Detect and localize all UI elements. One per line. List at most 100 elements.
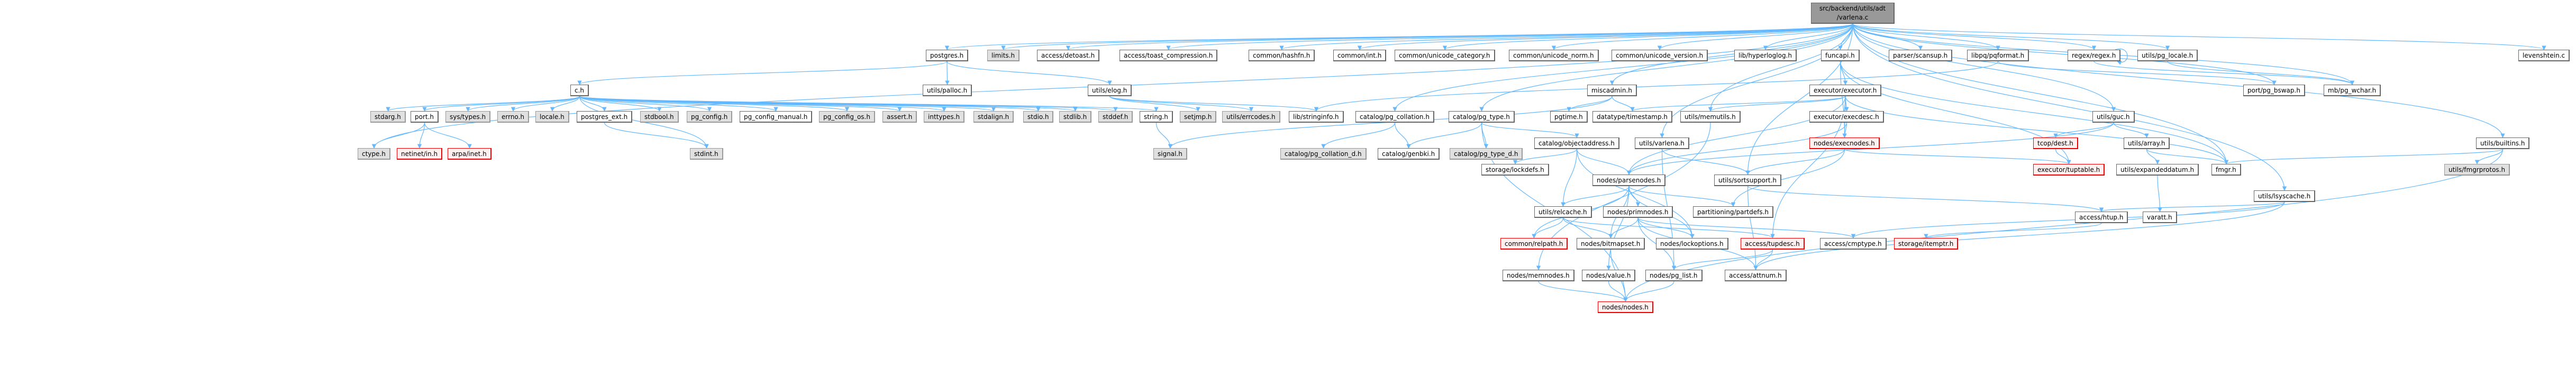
node-postgres-h[interactable]: postgres.h	[926, 50, 969, 61]
node-utils-guc-h[interactable]: utils/guc.h	[2092, 111, 2135, 123]
node-pg-config-h[interactable]: pg_config.h	[687, 111, 733, 123]
node-stdint-h[interactable]: stdint.h	[690, 148, 723, 160]
node-nodes-memnodes-h[interactable]: nodes/memnodes.h	[1503, 270, 1574, 281]
node-datatype-timestamp-h[interactable]: datatype/timestamp.h	[1592, 111, 1673, 123]
node-levenshtein-c[interactable]: levenshtein.c	[2518, 50, 2570, 61]
node-common-hashfn-h[interactable]: common/hashfn.h	[1249, 50, 1315, 61]
node-limits-h[interactable]: limits.h	[987, 50, 1020, 61]
node-common-relpath-h[interactable]: common/relpath.h	[1500, 238, 1568, 250]
node-stddef-h[interactable]: stddef.h	[1098, 111, 1133, 123]
node-catalog-genbki-h[interactable]: catalog/genbki.h	[1378, 148, 1440, 160]
node-utils-elog-h[interactable]: utils/elog.h	[1088, 85, 1132, 96]
edge-parsenodes-to-relcache	[1561, 186, 1630, 207]
node-lib-hyperloglog-h[interactable]: lib/hyperloglog.h	[1734, 50, 1797, 61]
node-arpa-inet-h[interactable]: arpa/inet.h	[448, 148, 491, 160]
node-assert-h[interactable]: assert.h	[882, 111, 917, 123]
node-port-h[interactable]: port.h	[411, 111, 439, 123]
node-label: storage/lockdefs.h	[1486, 166, 1544, 173]
node-funcapi-h[interactable]: funcapi.h	[1821, 50, 1860, 61]
node-label: datatype/timestamp.h	[1597, 113, 1668, 121]
node-access-htup-h[interactable]: access/htup.h	[2075, 212, 2128, 223]
node-stdlib-h[interactable]: stdlib.h	[1059, 111, 1092, 123]
node-nodes-lockoptions-h[interactable]: nodes/lockoptions.h	[1656, 238, 1728, 250]
node-utils-array-h[interactable]: utils/array.h	[2124, 137, 2170, 149]
node-common-int-h[interactable]: common/int.h	[1333, 50, 1387, 61]
node-stdarg-h[interactable]: stdarg.h	[370, 111, 406, 123]
node-catalog-objectaddress-h[interactable]: catalog/objectaddress.h	[1534, 137, 1619, 149]
node-tcop-dest-h[interactable]: tcop/dest.h	[2033, 137, 2078, 149]
node-utils-builtins-h[interactable]: utils/builtins.h	[2476, 137, 2530, 149]
node-sys-types-h[interactable]: sys/types.h	[445, 111, 491, 123]
node-label: executor/tuptable.h	[2037, 166, 2100, 173]
node-nodes-pg-list-h[interactable]: nodes/pg_list.h	[1645, 270, 1703, 281]
edge-primnodes-to-cmptype	[1637, 217, 1856, 239]
node-ctype-h[interactable]: ctype.h	[358, 148, 390, 160]
node-pg-config-manual-h[interactable]: pg_config_manual.h	[740, 111, 813, 123]
node-netinet-in-h[interactable]: netinet/in.h	[397, 148, 443, 160]
node-utils-pg-locale-h[interactable]: utils/pg_locale.h	[2137, 50, 2198, 61]
node-stdalign-h[interactable]: stdalign.h	[973, 111, 1014, 123]
node-regex-regex-h[interactable]: regex/regex.h	[2068, 50, 2121, 61]
node-common-unicode-norm-h[interactable]: common/unicode_norm.h	[1509, 50, 1599, 61]
node-setjmp-h[interactable]: setjmp.h	[1180, 111, 1217, 123]
node-common-unicode-category-h[interactable]: common/unicode_category.h	[1395, 50, 1495, 61]
node-access-tupdesc-h[interactable]: access/tupdesc.h	[1741, 238, 1805, 250]
node-nodes-parsenodes-h[interactable]: nodes/parsenodes.h	[1592, 175, 1666, 186]
node-utils-palloc-h[interactable]: utils/palloc.h	[923, 85, 972, 96]
node-catalog-pg-type-d-h[interactable]: catalog/pg_type_d.h	[1450, 148, 1523, 160]
node-catalog-pg-collation-h[interactable]: catalog/pg_collation.h	[1355, 111, 1434, 123]
node-root[interactable]: src/backend/utils/adt/varlena.c	[1811, 3, 1895, 24]
node-access-cmptype-h[interactable]: access/cmptype.h	[1820, 238, 1887, 250]
node-lib-stringinfo-h[interactable]: lib/stringinfo.h	[1289, 111, 1344, 123]
node-partitioning-partdefs-h[interactable]: partitioning/partdefs.h	[1693, 206, 1774, 218]
node-nodes-value-h[interactable]: nodes/value.h	[1582, 270, 1636, 281]
node-utils-fmgrprotos-h[interactable]: utils/fmgrprotos.h	[2444, 164, 2510, 176]
node-label: string.h	[1144, 113, 1168, 121]
edge-pglocale-to-wchar	[2167, 61, 2355, 85]
node-executor-tuptable-h[interactable]: executor/tuptable.h	[2033, 164, 2105, 176]
node-miscadmin-h[interactable]: miscadmin.h	[1587, 85, 1637, 96]
node-access-detoast-h[interactable]: access/detoast.h	[1037, 50, 1100, 61]
node-storage-itemptr-h[interactable]: storage/itemptr.h	[1894, 238, 1959, 250]
node-stdbool-h[interactable]: stdbool.h	[640, 111, 679, 123]
node-access-toast-compression-h[interactable]: access/toast_compression.h	[1119, 50, 1218, 61]
node-common-unicode-version-h[interactable]: common/unicode_version.h	[1612, 50, 1708, 61]
edge-port-to-netinet	[417, 122, 425, 149]
node-errno-h[interactable]: errno.h	[497, 111, 529, 123]
node-parser-scansup-h[interactable]: parser/scansup.h	[1889, 50, 1953, 61]
node-executor-executor-h[interactable]: executor/executor.h	[1809, 85, 1882, 96]
node-utils-errcodes-h[interactable]: utils/errcodes.h	[1222, 111, 1280, 123]
node-nodes-bitmapset-h[interactable]: nodes/bitmapset.h	[1577, 238, 1645, 250]
node-nodes-primnodes-h[interactable]: nodes/primnodes.h	[1603, 206, 1673, 218]
node-access-attnum-h[interactable]: access/attnum.h	[1725, 270, 1787, 281]
node-utils-varlena-h[interactable]: utils/varlena.h	[1635, 137, 1689, 149]
edge-root-to-bswap	[1852, 23, 2277, 85]
node-mb-pg-wchar-h[interactable]: mb/pg_wchar.h	[2324, 85, 2381, 96]
node-nodes-execnodes-h[interactable]: nodes/execnodes.h	[1809, 137, 1880, 149]
node-string-h[interactable]: string.h	[1140, 111, 1173, 123]
node-c-h[interactable]: c.h	[570, 85, 589, 96]
node-inttypes-h[interactable]: inttypes.h	[924, 111, 965, 123]
node-utils-sortsupport-h[interactable]: utils/sortsupport.h	[1714, 175, 1781, 186]
node-stdio-h[interactable]: stdio.h	[1023, 111, 1054, 123]
node-catalog-pg-collation-d-h[interactable]: catalog/pg_collation_d.h	[1280, 148, 1367, 160]
node-port-pg-bswap-h[interactable]: port/pg_bswap.h	[2243, 85, 2305, 96]
node-catalog-pg-type-h[interactable]: catalog/pg_type.h	[1449, 111, 1515, 123]
node-fmgr-h[interactable]: fmgr.h	[2211, 164, 2241, 176]
node-postgres-ext-h[interactable]: postgres_ext.h	[577, 111, 633, 123]
node-varatt-h[interactable]: varatt.h	[2143, 212, 2177, 223]
node-signal-h[interactable]: signal.h	[1153, 148, 1187, 160]
node-pgtime-h[interactable]: pgtime.h	[1550, 111, 1588, 123]
node-nodes-nodes-h[interactable]: nodes/nodes.h	[1598, 301, 1653, 313]
node-pg-config-os-h[interactable]: pg_config_os.h	[819, 111, 875, 123]
node-utils-expandeddatum-h[interactable]: utils/expandeddatum.h	[2116, 164, 2199, 176]
node-libpq-pqformat-h[interactable]: libpq/pqformat.h	[1967, 50, 2029, 61]
edge-miscadmin-to-pgtime	[1567, 96, 1613, 112]
node-utils-memutils-h[interactable]: utils/memutils.h	[1680, 111, 1741, 123]
node-storage-lockdefs-h[interactable]: storage/lockdefs.h	[1481, 164, 1549, 176]
node-locale-h[interactable]: locale.h	[535, 111, 569, 123]
node-utils-lsyscache-h[interactable]: utils/lsyscache.h	[2254, 190, 2316, 202]
node-label: access/attnum.h	[1729, 272, 1782, 279]
node-utils-relcache-h[interactable]: utils/relcache.h	[1534, 206, 1592, 218]
node-executor-execdesc-h[interactable]: executor/execdesc.h	[1809, 111, 1884, 123]
